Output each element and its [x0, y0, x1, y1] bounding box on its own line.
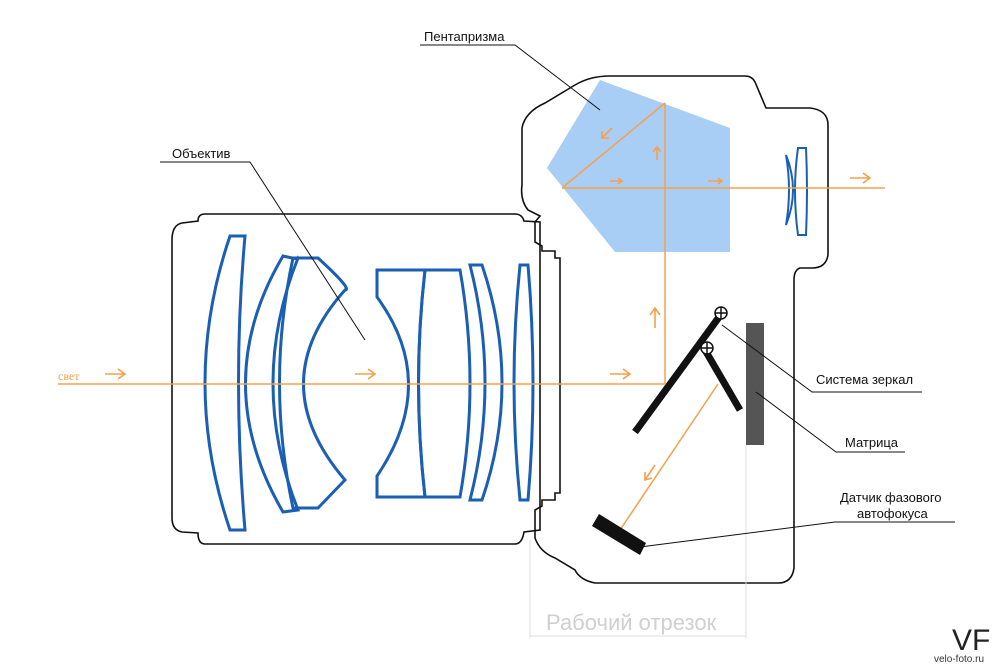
- main-mirror: [632, 310, 725, 435]
- phase-af-label-line1: Датчик фазового: [840, 490, 942, 505]
- image-sensor: [746, 323, 764, 445]
- arrow-right-icon: [708, 177, 724, 185]
- site-logo: VF: [952, 624, 990, 657]
- lens-element-1: [203, 234, 247, 532]
- arrow-down-left-icon: [644, 464, 656, 482]
- mirror-pivot-icon: [714, 306, 728, 320]
- camera-body-outline: [520, 75, 829, 584]
- site-url: velo-foto.ru: [934, 654, 984, 665]
- phase-af-label-line2: автофокуса: [857, 506, 929, 521]
- sensor-label: Матрица: [845, 435, 899, 450]
- mirror-pivot-icon: [700, 341, 714, 355]
- mirror-system-label: Система зеркал: [816, 372, 913, 387]
- light-label: свет: [58, 369, 80, 383]
- arrow-right-icon: [355, 368, 377, 380]
- eyepiece-lens-rear: [794, 147, 808, 236]
- light-ray-path: [58, 102, 885, 531]
- arrow-up-icon: [649, 306, 661, 328]
- ray-arrows: [105, 127, 872, 482]
- arrow-right-icon: [610, 368, 632, 380]
- arrow-up-icon: [652, 145, 662, 160]
- lens-element-5: [417, 268, 472, 499]
- sub-mirror: [701, 348, 744, 412]
- arrow-right-icon: [610, 177, 624, 185]
- arrow-right-icon: [105, 368, 127, 380]
- pentaprism: [547, 80, 730, 252]
- eyepiece-lens-front: [785, 154, 794, 226]
- flange-distance-guides: [529, 445, 747, 638]
- lens-element-6: [468, 263, 504, 502]
- lens-element-7: [512, 263, 535, 502]
- flange-distance-label: Рабочий отрезок: [546, 610, 717, 635]
- lens-element-3: [278, 256, 348, 510]
- lens-barrel-outline: [171, 213, 541, 545]
- phase-af-sensor: [592, 514, 646, 555]
- lens-label: Объектив: [172, 146, 231, 161]
- arrow-right-icon: [850, 172, 872, 184]
- arrow-down-left-icon: [601, 127, 613, 139]
- leader-lines: [160, 44, 955, 548]
- pentaprism-label: Пентапризма: [424, 29, 505, 44]
